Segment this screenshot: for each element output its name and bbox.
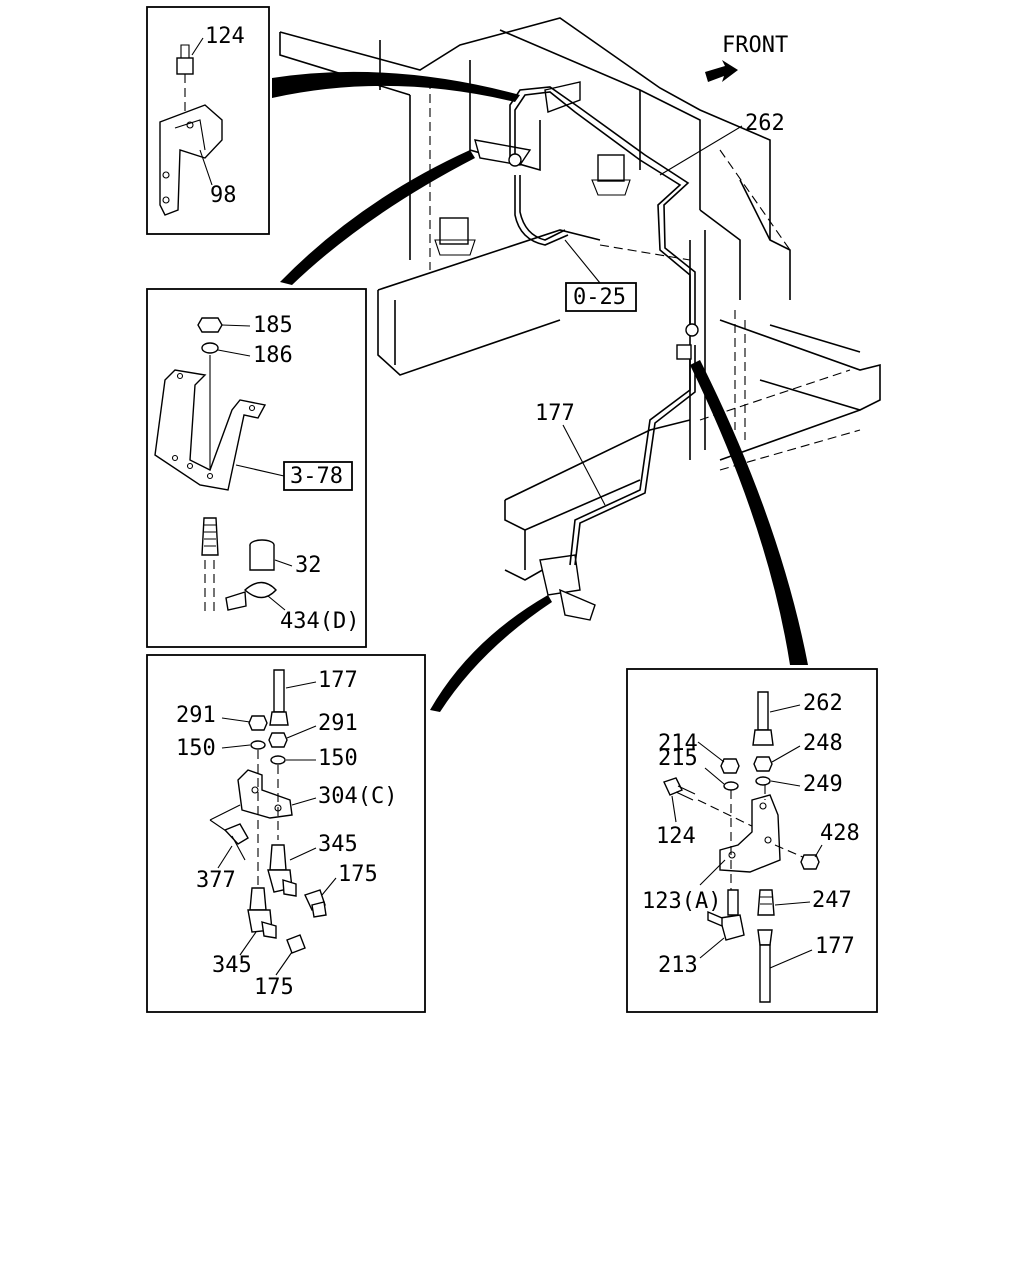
callout-434d: 434(D)	[280, 609, 359, 634]
callout-428: 428	[820, 821, 860, 846]
callout-377: 377	[196, 868, 236, 893]
ref-3-78: 3-78	[290, 464, 343, 489]
callout-345-upper: 345	[318, 832, 358, 857]
callout-123a: 123(A)	[642, 889, 721, 914]
ref-0-25: 0-25	[573, 285, 626, 310]
callout-215: 215	[658, 746, 698, 771]
callout-150-right: 150	[318, 746, 358, 771]
callout-175-upper: 175	[338, 862, 378, 887]
callout-175-lower: 175	[254, 975, 294, 1000]
callout-177-overview: 177	[535, 401, 575, 426]
callout-262-overview: 262	[745, 111, 785, 136]
callout-124-lr: 124	[656, 824, 696, 849]
leader-sweep-mount	[280, 150, 475, 285]
callout-262-lr: 262	[803, 691, 843, 716]
leader-sweep-lower-left	[430, 595, 552, 712]
detail-panel-lower-right: 262 214 248 215 249 124 428 123(A) 247 2…	[626, 668, 878, 1013]
leader-sweep-top	[272, 71, 520, 102]
callout-249: 249	[803, 772, 843, 797]
callout-345-lower: 345	[212, 953, 252, 978]
callout-32: 32	[295, 553, 322, 578]
callout-247: 247	[812, 888, 852, 913]
callout-177-ll: 177	[318, 668, 358, 693]
callout-150-left: 150	[176, 736, 216, 761]
callout-291-right: 291	[318, 711, 358, 736]
callout-248: 248	[803, 731, 843, 756]
ref-box-0-25	[565, 282, 637, 312]
callout-213: 213	[658, 953, 698, 978]
callout-185: 185	[253, 313, 293, 338]
front-direction-indicator: FRONT	[705, 33, 788, 82]
leader-sweep-lower-right	[690, 360, 808, 665]
detail-panel-mount: 185 186 3-78 32 434(D)	[146, 288, 367, 648]
callout-304c: 304(C)	[318, 784, 397, 809]
callout-98: 98	[210, 183, 237, 208]
callout-291-left: 291	[176, 703, 216, 728]
callout-177-lr: 177	[815, 934, 855, 959]
detail-panel-bracket: 124 98	[146, 6, 270, 235]
callout-186: 186	[253, 343, 293, 368]
front-arrow-icon	[705, 60, 738, 82]
callout-124-top: 124	[205, 24, 245, 49]
front-label: FRONT	[722, 33, 788, 58]
callout-214: 214	[658, 731, 698, 756]
detail-panel-lower-left: 177 291 291 150 150 304(C) 377 345 175 3…	[146, 654, 426, 1013]
